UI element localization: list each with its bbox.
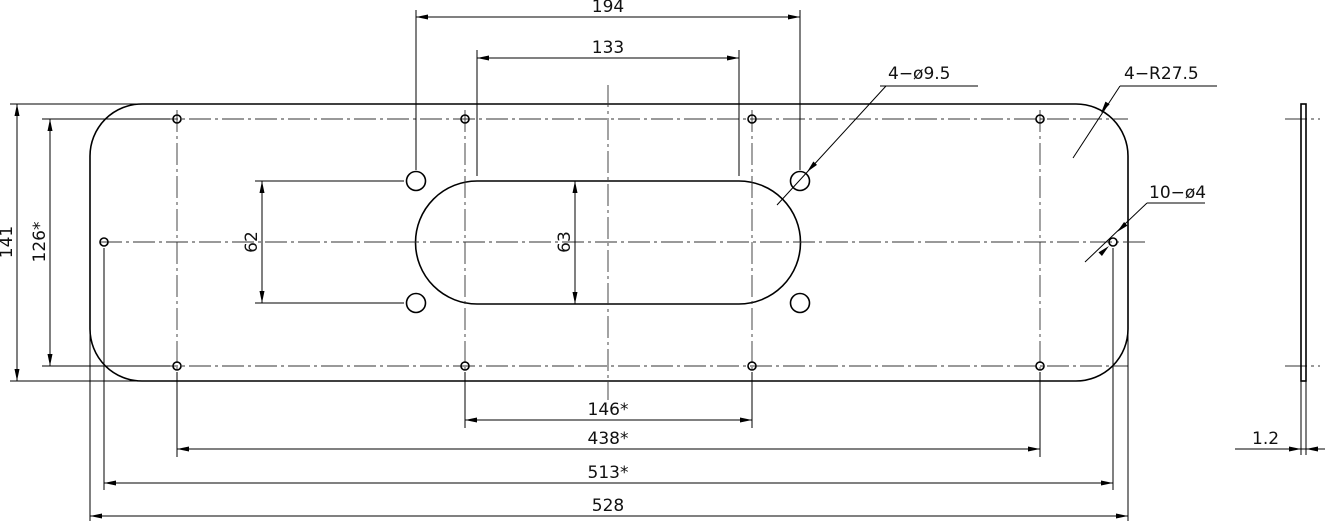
arrowhead: [177, 446, 189, 452]
side-view-plate: [1300, 103, 1307, 382]
arrowhead: [14, 104, 20, 116]
dim-133: 133: [592, 38, 624, 58]
arrowhead: [259, 181, 265, 193]
small-hole: [1035, 361, 1045, 371]
dim-528: 528: [592, 496, 624, 516]
arrowhead: [90, 513, 102, 519]
dim-63: 63: [555, 231, 575, 253]
arrowhead: [1289, 446, 1301, 452]
arrowhead: [788, 14, 800, 20]
small-hole: [460, 114, 470, 124]
small-hole: [1035, 114, 1045, 124]
small-hole: [1108, 237, 1118, 247]
dim-194: 194: [592, 0, 624, 17]
arrowhead: [1306, 446, 1318, 452]
large-hole: [789, 292, 811, 314]
large-hole: [405, 292, 427, 314]
arrowhead: [1098, 246, 1109, 257]
center-slot: [414, 180, 802, 305]
arrowhead: [727, 55, 739, 61]
small-hole: [747, 361, 757, 371]
large-hole: [789, 170, 811, 192]
callout-small-holes: 10−ø4: [1149, 183, 1206, 203]
arrowhead: [1028, 446, 1040, 452]
arrowhead: [572, 181, 578, 193]
arrowhead: [572, 292, 578, 304]
arrowhead: [104, 480, 116, 486]
dim-thickness: 1.2: [1252, 429, 1279, 449]
callout-corner-radius: 4−R27.5: [1124, 64, 1199, 84]
small-hole: [747, 114, 757, 124]
arrowhead: [465, 417, 477, 423]
small-hole: [99, 237, 109, 247]
dim-146: 146*: [588, 400, 629, 420]
leader-line: [776, 85, 887, 206]
arrowhead: [416, 14, 428, 20]
small-hole: [172, 114, 182, 124]
dim-438: 438*: [588, 429, 629, 449]
arrowhead: [47, 119, 53, 131]
dimension-lines: [10, 10, 1325, 521]
arrowhead: [807, 161, 818, 172]
large-hole: [405, 170, 427, 192]
arrowhead: [740, 417, 752, 423]
callout-large-holes: 4−ø9.5: [888, 64, 951, 84]
arrowhead: [1101, 101, 1110, 113]
small-hole: [172, 361, 182, 371]
arrowhead: [14, 369, 20, 381]
dim-141: 141: [0, 226, 17, 258]
arrowhead: [259, 291, 265, 303]
dim-62: 62: [242, 231, 262, 253]
plate-outline: [89, 103, 1129, 382]
holes: [99, 114, 1118, 371]
arrowhead: [477, 55, 489, 61]
arrowhead: [1101, 480, 1113, 486]
small-hole: [460, 361, 470, 371]
arrowhead: [1116, 513, 1128, 519]
arrowhead: [47, 354, 53, 366]
center-lines: [90, 85, 1320, 400]
leader-line: [1084, 202, 1148, 263]
dim-126: 126*: [30, 222, 50, 263]
leader-line: [1072, 85, 1121, 159]
arrowhead: [1117, 221, 1128, 232]
dim-513: 513*: [588, 463, 629, 483]
